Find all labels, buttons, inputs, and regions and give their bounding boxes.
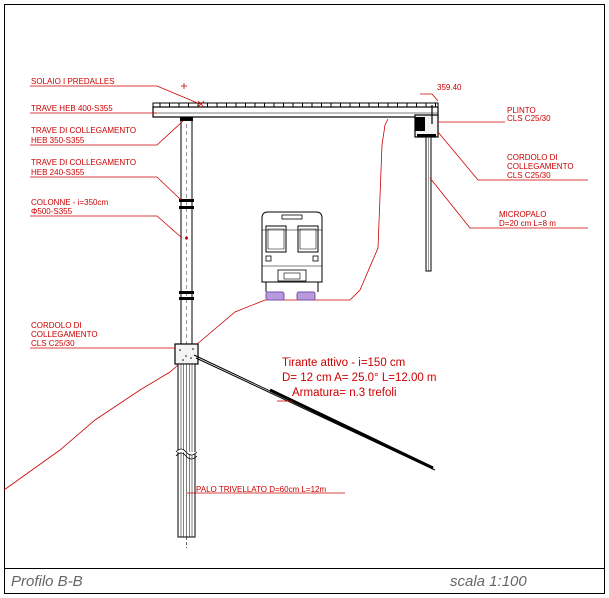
bored-pile <box>175 363 198 548</box>
profile-title: Profilo B-B <box>11 573 83 590</box>
label-cordolo-left-line1: CORDOLO DI <box>31 321 82 330</box>
label-solaio: SOLAIO I PREDALLES <box>31 77 115 86</box>
terrain-line-right <box>195 118 389 346</box>
scale-label: scala 1:100 <box>450 573 527 590</box>
terrain-line-left <box>3 364 179 491</box>
left-kerb <box>174 343 199 365</box>
drawing-frame <box>4 4 605 594</box>
leader-lines <box>30 85 588 494</box>
label-trave-coll-350-line1: TRAVE DI COLLEGAMENTO <box>31 126 136 135</box>
label-trave-coll-350-line2: HEB 350-S355 <box>31 136 85 145</box>
label-colonne-line1: COLONNE - i=350cm <box>31 198 108 207</box>
label-trave-coll-240-line2: HEB 240-S355 <box>31 168 85 177</box>
annotations: 359.40 SOLAIO I PREDALLES TRAVE HEB 400-… <box>31 77 574 494</box>
steel-column <box>179 116 194 345</box>
label-cordolo-right-line2: COLLEGAMENTO <box>507 162 574 171</box>
label-plinto-line1: PLINTO <box>507 106 536 115</box>
label-micropalo-line2: D=20 cm L=8 m <box>499 219 556 228</box>
label-cordolo-left-line3: CLS C25/30 <box>31 339 75 348</box>
label-colonne-line2: Φ500-S355 <box>31 207 73 216</box>
label-cordolo-right-line3: CLS C25/30 <box>507 171 551 180</box>
cross-markers <box>181 83 205 108</box>
label-plinto-line2: CLS C25/30 <box>507 114 551 123</box>
label-elevation: 359.40 <box>437 83 462 92</box>
micropile <box>425 136 432 272</box>
label-trave-heb400: TRAVE HEB 400-S355 <box>31 104 113 113</box>
slab-beam <box>152 102 439 118</box>
right-plinth <box>414 105 439 138</box>
label-trave-coll-240-line1: TRAVE DI COLLEGAMENTO <box>31 158 136 167</box>
label-tirante-line3: Armatura= n.3 trefoli <box>292 387 397 399</box>
label-cordolo-right-line1: CORDOLO DI <box>507 153 558 162</box>
label-cordolo-left-line2: COLLEGAMENTO <box>31 330 98 339</box>
label-tirante-line1: Tirante attivo - i=150 cm <box>282 357 405 369</box>
label-tirante-line2: D= 12 cm A= 25.0° L=12.00 m <box>282 372 437 384</box>
label-palo-trivellato: PALO TRIVELLATO D=60cm L=12m <box>196 485 326 494</box>
train-icon <box>261 211 323 301</box>
label-micropalo-line1: MICROPALO <box>499 210 546 219</box>
ground-anchor <box>193 354 436 471</box>
